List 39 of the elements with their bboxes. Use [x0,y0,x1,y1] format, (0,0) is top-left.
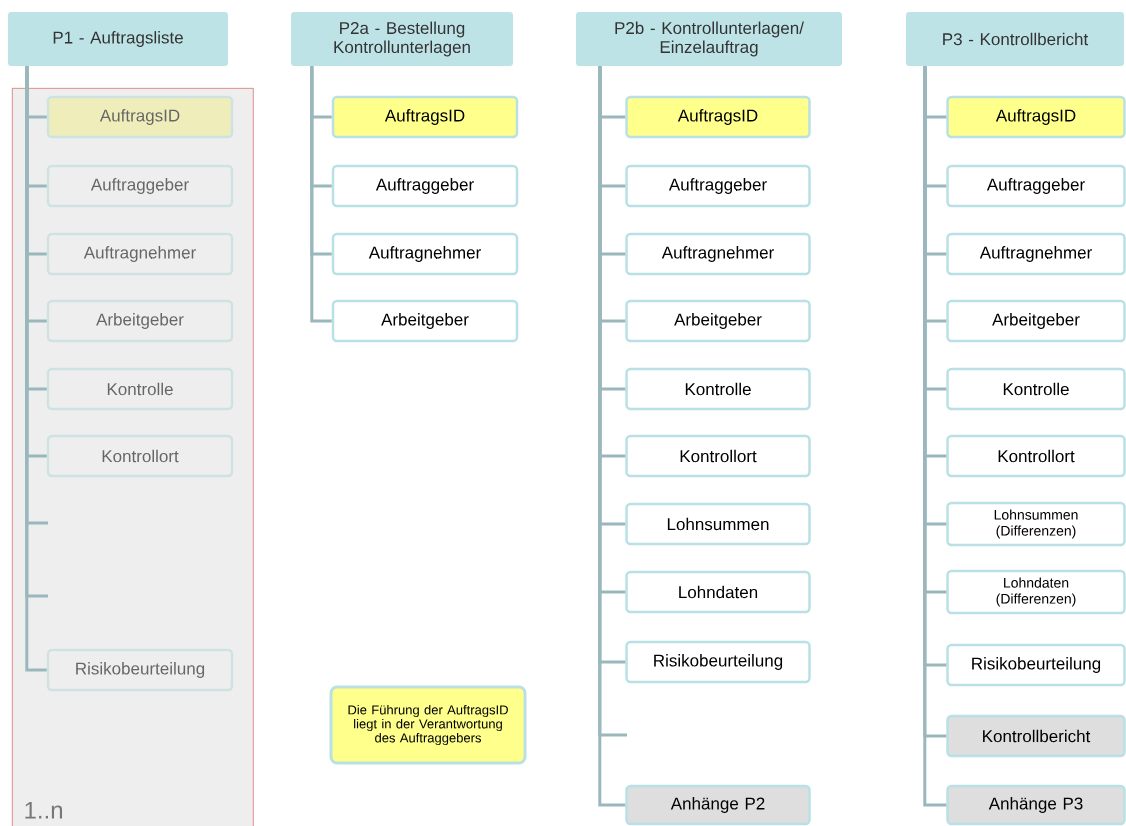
attachment-box: Anhänge P2 [625,784,811,826]
tree-connector [25,66,47,672]
key-field-box: AuftragsID [625,95,811,139]
header-box: P1 - Auftragsliste [8,12,228,66]
attachment-box: Anhänge P3 [946,784,1126,826]
header-box: P2b - Kontrollunterlagen/ Einzelauftrag [576,12,842,66]
field-box: Risikobeurteilung [625,640,811,684]
tree-connector [310,66,332,323]
field-box: Kontrollort [625,434,811,478]
field-box: Lohndaten [625,570,811,614]
field-box: Arbeitgeber [331,299,519,343]
attachment-box: Kontrollbericht [946,714,1126,758]
field-box: Risikobeurteilung [946,643,1126,687]
header-box: P3 - Kontrollbericht [906,12,1124,66]
note-box: Die Führung der AuftragsID liegt in der Verantwortung des Auftraggebers [329,685,527,765]
field-box: Auftragnehmer [331,232,519,276]
key-field-box: AuftragsID [331,95,519,139]
field-box: Auftragnehmer [946,232,1126,276]
field-box: Arbeitgeber [625,299,811,343]
key-field-box: AuftragsID [46,95,234,139]
field-box: Kontrollort [946,434,1126,478]
field-box: Kontrollort [46,434,234,478]
field-box: Lohnsummen [625,502,811,546]
field-box: Arbeitgeber [946,299,1126,343]
field-box: Kontrolle [46,367,234,411]
field-box: Risikobeurteilung [46,648,234,692]
field-box: Kontrolle [946,367,1126,411]
header-box: P2a - Bestellung Kontrollunterlagen [291,12,513,66]
field-box: Auftragnehmer [46,232,234,276]
field-box: Auftraggeber [46,164,234,208]
field-box: Auftraggeber [331,164,519,208]
field-box: Auftraggeber [946,164,1126,208]
field-box: Auftragnehmer [625,232,811,276]
field-box: Lohnsummen (Differenzen) [946,501,1126,547]
field-box: Arbeitgeber [46,299,234,343]
field-box: Lohndaten (Differenzen) [946,569,1126,615]
field-box: Kontrolle [625,367,811,411]
key-field-box: AuftragsID [946,95,1126,139]
field-box: Auftraggeber [625,164,811,208]
